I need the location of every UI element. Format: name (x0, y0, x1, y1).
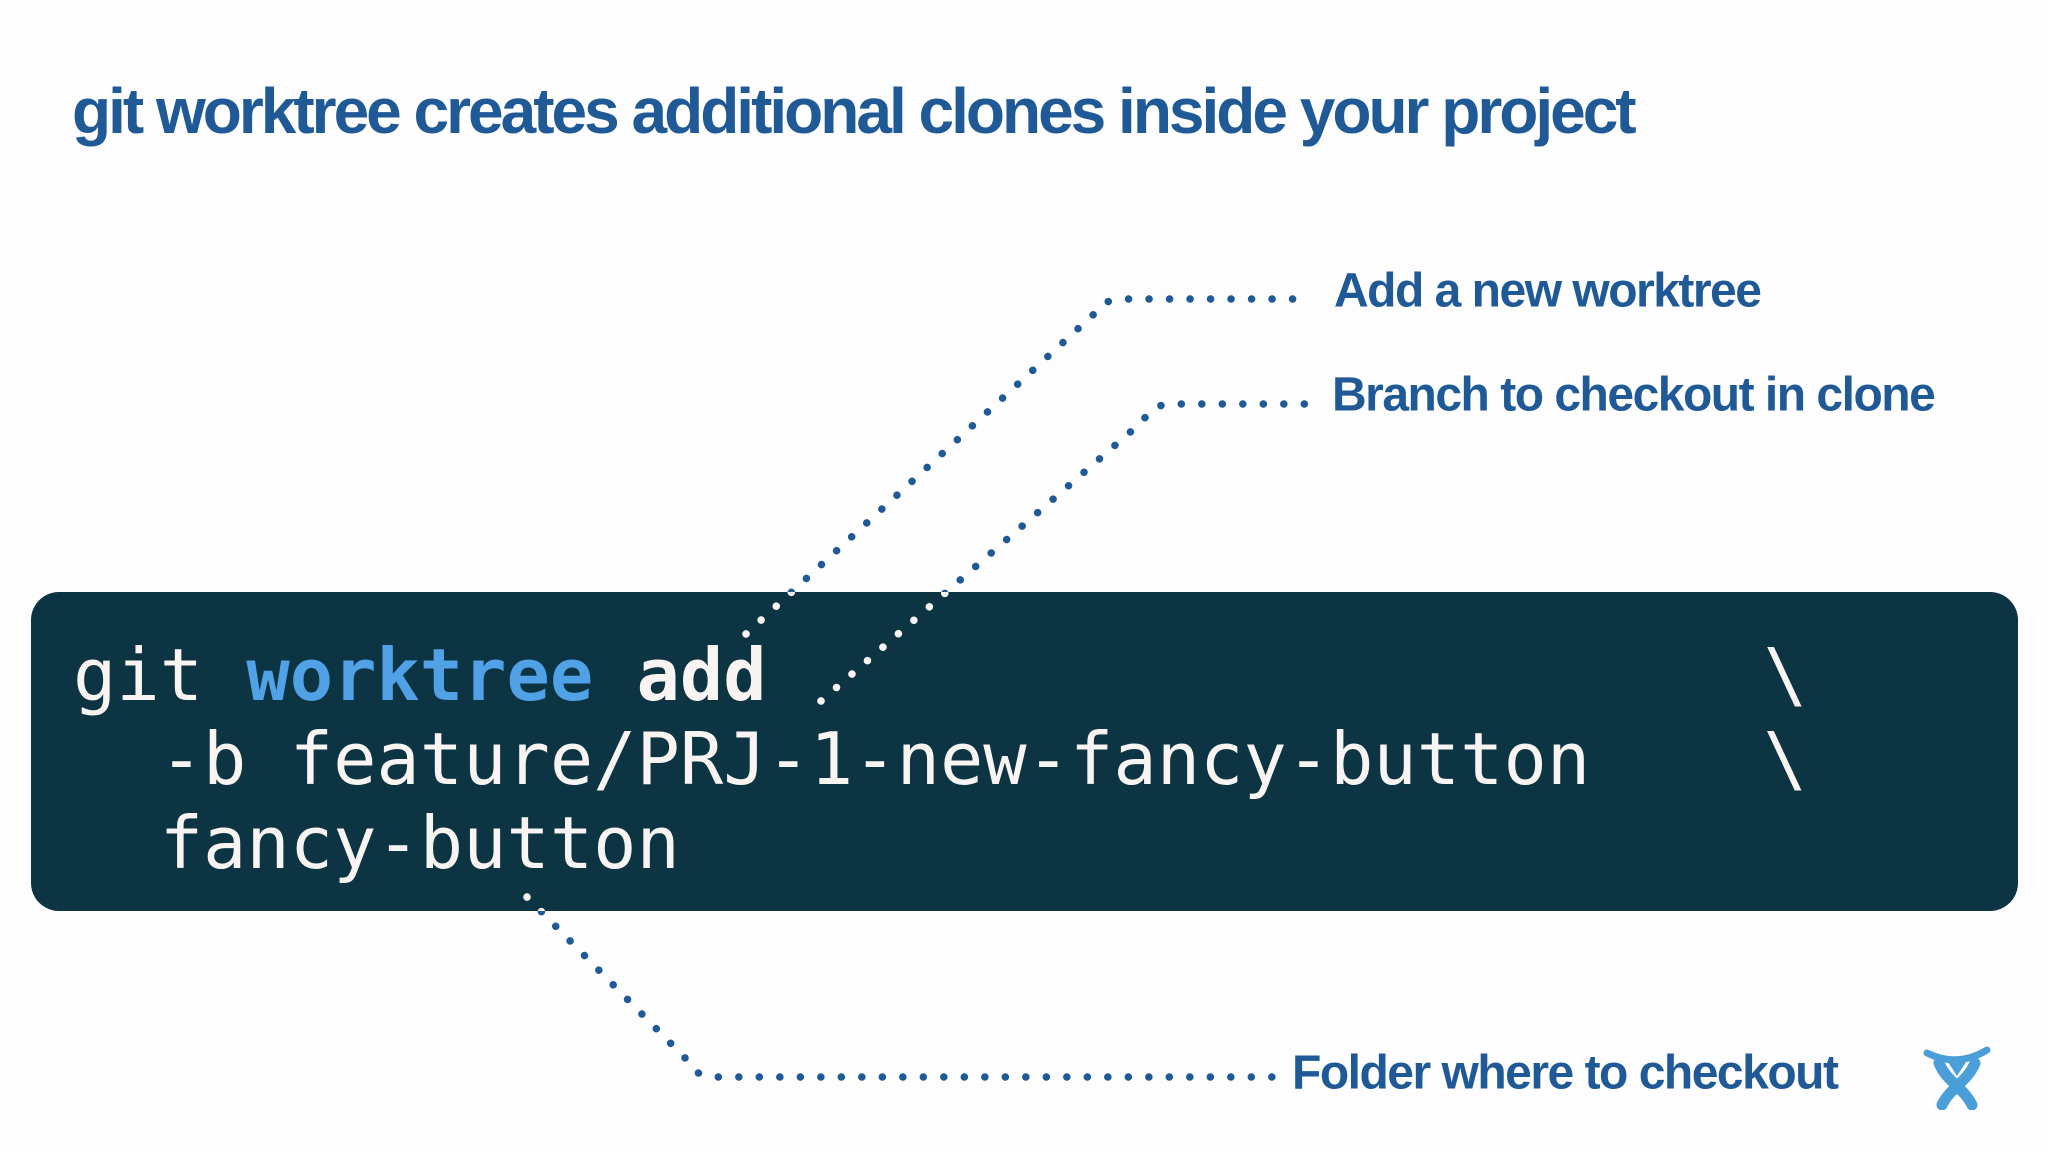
logo-head-triangle (1948, 1062, 1966, 1076)
code-token-plain: -b feature/PRJ-1-new-fancy-button \ (73, 717, 1807, 801)
connector-add-worktree-inner (742, 592, 1316, 638)
code-line: git worktree add \ (73, 633, 2018, 717)
code-token-bold: add (636, 633, 767, 717)
code-content: git worktree add \ -b feature/PRJ-1-new-… (31, 592, 2018, 885)
code-token-plain (593, 633, 636, 717)
code-line: fancy-button (73, 801, 2018, 885)
code-token-keyword: worktree (246, 633, 594, 717)
annotation-branch-checkout: Branch to checkout in clone (1332, 368, 1936, 422)
annotation-add-worktree: Add a new worktree (1334, 264, 1762, 318)
connector-folder (523, 893, 1281, 1081)
page-title: git worktree creates additional clones i… (72, 75, 1637, 147)
logo-arc (1923, 1046, 1991, 1064)
code-line: -b feature/PRJ-1-new-fancy-button \ (73, 717, 2018, 801)
code-token-plain: \ (766, 633, 1807, 717)
connector-folder-inner (523, 893, 1281, 911)
code-token-plain: fancy-button (73, 801, 680, 885)
terminal-code-block: git worktree add \ -b feature/PRJ-1-new-… (31, 592, 2018, 911)
atlassian-logo (1923, 1046, 1991, 1110)
code-token-plain: git (73, 633, 247, 717)
connector-add-worktree (742, 295, 1316, 638)
logo-arm-right (1936, 1057, 1981, 1110)
annotation-folder-checkout: Folder where to checkout (1292, 1046, 1839, 1100)
